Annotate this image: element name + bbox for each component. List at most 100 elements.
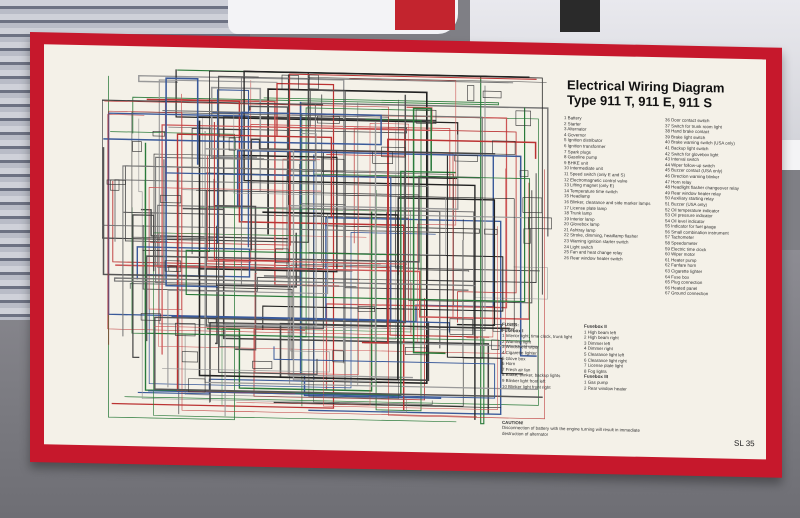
title-line-2: Type 911 T, 911 E, 911 S bbox=[567, 92, 713, 111]
component-box bbox=[132, 141, 142, 152]
wire bbox=[262, 252, 504, 330]
wire bbox=[131, 107, 430, 338]
wire bbox=[410, 282, 479, 339]
wire bbox=[243, 70, 530, 420]
component-box bbox=[415, 109, 437, 124]
wire bbox=[326, 127, 405, 244]
wire bbox=[158, 79, 486, 332]
component-box bbox=[381, 146, 406, 158]
wire bbox=[185, 107, 526, 303]
wire bbox=[165, 77, 218, 288]
wire bbox=[308, 216, 502, 416]
component-box bbox=[252, 360, 273, 369]
component-box bbox=[110, 179, 120, 191]
wire bbox=[198, 120, 399, 381]
wire bbox=[475, 229, 548, 300]
wire bbox=[204, 131, 539, 390]
legend-item: 26 Rear window heater switch bbox=[564, 255, 623, 262]
wire bbox=[157, 204, 475, 336]
wire bbox=[124, 113, 539, 407]
wire bbox=[148, 210, 436, 389]
component-box bbox=[357, 306, 376, 312]
component-box bbox=[522, 197, 543, 214]
wire bbox=[196, 189, 470, 272]
wire bbox=[132, 96, 499, 134]
wire bbox=[154, 226, 498, 410]
wire bbox=[218, 75, 318, 375]
wire bbox=[267, 88, 428, 385]
component-box bbox=[219, 335, 241, 348]
component-box bbox=[175, 322, 196, 337]
fuses-section: FUSES: Fusebox I 1 Interior light, time … bbox=[502, 322, 702, 393]
wire bbox=[249, 105, 289, 181]
wire bbox=[253, 297, 425, 401]
wire bbox=[138, 118, 340, 403]
component-box bbox=[181, 351, 198, 363]
legend-item: 2 Rear window heater bbox=[584, 385, 627, 392]
wire bbox=[336, 150, 515, 330]
component-box bbox=[332, 350, 344, 363]
fusebox-1-list: 1 Interior light, time clock, trunk ligh… bbox=[502, 333, 572, 390]
red-pillow bbox=[395, 0, 455, 30]
component-box bbox=[467, 85, 475, 102]
wire bbox=[236, 149, 537, 357]
component-box bbox=[281, 74, 299, 90]
component-box bbox=[140, 313, 161, 321]
component-box bbox=[454, 154, 478, 162]
component-box bbox=[404, 347, 429, 356]
component-box bbox=[519, 170, 529, 177]
caution-note: CAUTION! Disconnection of battery with t… bbox=[502, 420, 642, 439]
wire bbox=[132, 214, 155, 358]
component-box bbox=[228, 137, 236, 151]
wire bbox=[142, 70, 543, 295]
component-box bbox=[491, 339, 500, 351]
wire bbox=[162, 269, 330, 373]
wire bbox=[254, 175, 359, 376]
wire bbox=[148, 346, 496, 399]
component-box bbox=[449, 318, 473, 336]
component-box bbox=[372, 151, 393, 165]
wire bbox=[142, 224, 360, 292]
wire bbox=[361, 138, 537, 344]
wire bbox=[113, 159, 476, 287]
wiring-diagram bbox=[102, 69, 552, 425]
wire bbox=[104, 100, 545, 420]
wire bbox=[153, 153, 323, 269]
component-box bbox=[492, 323, 502, 332]
component-box bbox=[317, 115, 340, 124]
poster-board: Electrical Wiring Diagram Type 911 T, 91… bbox=[30, 32, 782, 478]
component-box bbox=[491, 140, 516, 155]
wire bbox=[309, 89, 469, 291]
wire bbox=[365, 118, 422, 412]
component-box bbox=[218, 129, 241, 138]
poster-code: SL 35 bbox=[734, 438, 755, 449]
wire bbox=[236, 123, 409, 406]
wiring-lines bbox=[102, 69, 552, 425]
wire bbox=[206, 211, 373, 392]
wire bbox=[102, 179, 429, 242]
wire bbox=[222, 115, 490, 415]
component-box bbox=[207, 318, 217, 324]
wire bbox=[148, 93, 322, 311]
dark-stand bbox=[560, 0, 600, 32]
wire bbox=[155, 104, 357, 288]
component-box bbox=[515, 110, 531, 127]
wire bbox=[308, 77, 547, 399]
component-box bbox=[168, 266, 178, 272]
wire bbox=[108, 110, 477, 417]
component-box bbox=[321, 158, 345, 173]
wire bbox=[446, 155, 523, 375]
component-box bbox=[152, 130, 165, 137]
wire bbox=[102, 73, 324, 243]
component-box bbox=[484, 228, 498, 235]
wire bbox=[198, 206, 411, 405]
component-box bbox=[275, 248, 289, 264]
wire bbox=[154, 94, 543, 398]
wire bbox=[103, 111, 382, 221]
component-box bbox=[528, 217, 552, 230]
component-box bbox=[160, 194, 182, 204]
wire bbox=[168, 126, 265, 160]
